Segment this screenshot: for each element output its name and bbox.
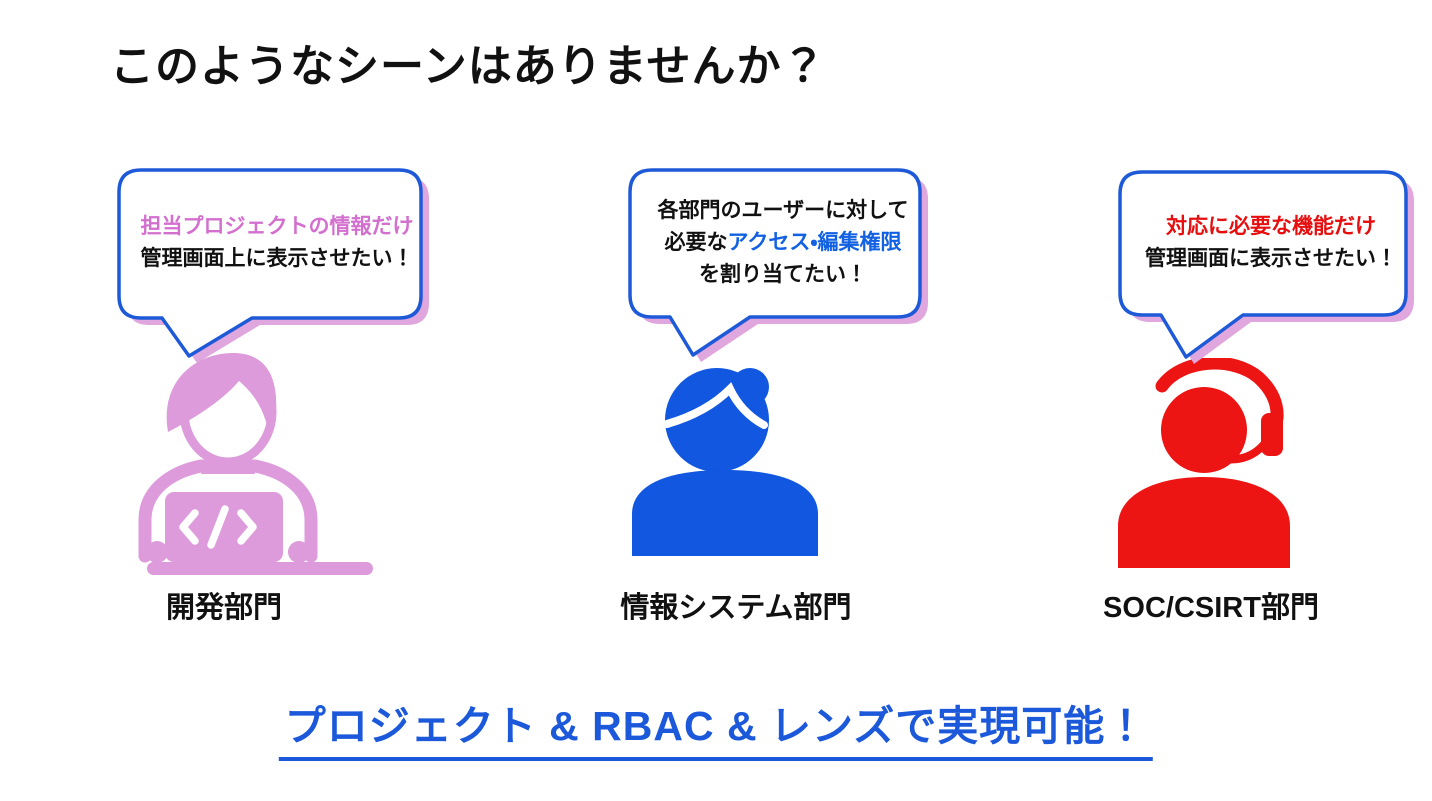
- department-label-development: 開発部門: [165, 592, 283, 624]
- bubble-text-segment: 対応に必要な機能だけ: [1166, 214, 1376, 238]
- bubble-text-segment: を割り当てたい！: [699, 262, 867, 286]
- bubble-text-segment: 管理画面上に表示させたい！: [140, 247, 414, 270]
- bubble-text-line: 各部門のユーザーに対して: [658, 195, 909, 227]
- slide-title: このようなシーンはありませんか？: [110, 42, 827, 91]
- bubble-text-segment: アクセス・編集権限: [727, 230, 902, 254]
- bubble-text-line: 管理画面上に表示させたい！: [141, 243, 414, 275]
- department-label-soc: SOC/CSIRT部門: [1103, 592, 1319, 624]
- bubble-text: 対応に必要な機能だけ 管理画面に表示させたい！: [1118, 170, 1424, 315]
- department-label-it: 情報システム部門: [620, 592, 852, 624]
- bubble-text-segment: 管理画面に表示させたい！: [1145, 246, 1397, 270]
- bubble-text-segment: 担当プロジェクトの情報だけ: [140, 215, 414, 238]
- speech-bubble-soc: 対応に必要な機能だけ 管理画面に表示させたい！: [1118, 170, 1424, 374]
- bubble-text: 担当プロジェクトの情報だけ 管理画面上に表示させたい！: [117, 168, 437, 318]
- speech-bubble-shape: [628, 168, 928, 362]
- speech-bubble-shape: [117, 168, 429, 363]
- code-icon: [179, 505, 257, 549]
- bubble-text-segment: 必要な: [664, 230, 728, 254]
- bubble-text-line: 必要なアクセス・編集権限: [664, 227, 901, 259]
- speech-bubble-it: 各部門のユーザーに対して 必要なアクセス・編集権限 を割り当てたい！: [628, 168, 938, 370]
- bubble-text: 各部門のユーザーに対して 必要なアクセス・編集権限 を割り当てたい！: [628, 168, 938, 317]
- speech-bubble-shape: [1118, 170, 1414, 364]
- bubble-text-line: 管理画面に表示させたい！: [1145, 243, 1397, 275]
- speech-bubble-development: 担当プロジェクトの情報だけ 管理画面上に表示させたい！: [117, 168, 437, 373]
- bubble-text-line: 担当プロジェクトの情報だけ: [141, 211, 414, 243]
- bubble-text-line: 対応に必要な機能だけ: [1166, 211, 1376, 243]
- developer-laptop-icon: [138, 352, 373, 575]
- support-headset-icon: [1118, 358, 1290, 568]
- it-user-icon: [632, 368, 818, 556]
- headline-link[interactable]: プロジェクト & RBAC & レンズで実現可能！: [278, 692, 1154, 761]
- bubble-text-segment: 各部門のユーザーに対して: [657, 198, 909, 222]
- bubble-text-line: を割り当てたい！: [699, 259, 867, 291]
